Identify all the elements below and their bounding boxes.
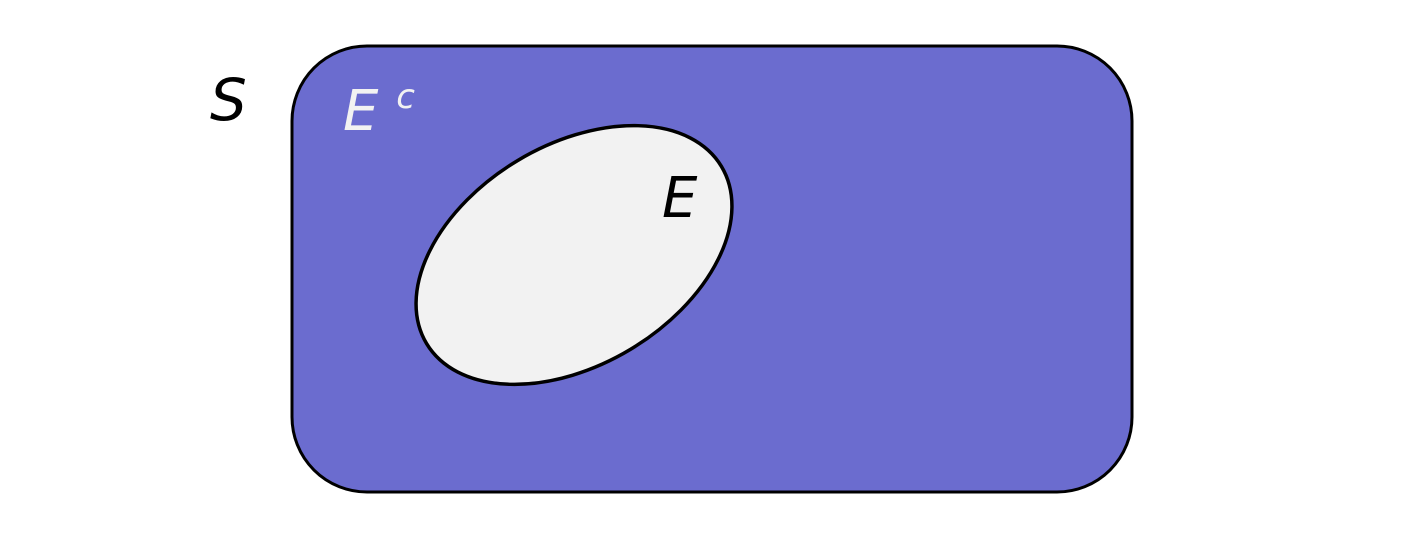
complement-label-base: E <box>343 79 379 144</box>
complement-label: E c <box>343 77 415 144</box>
event-ellipse <box>414 123 734 387</box>
complement-label-superscript: c <box>396 77 415 117</box>
sample-space-label: S <box>210 66 247 134</box>
event-label: E <box>662 166 698 231</box>
